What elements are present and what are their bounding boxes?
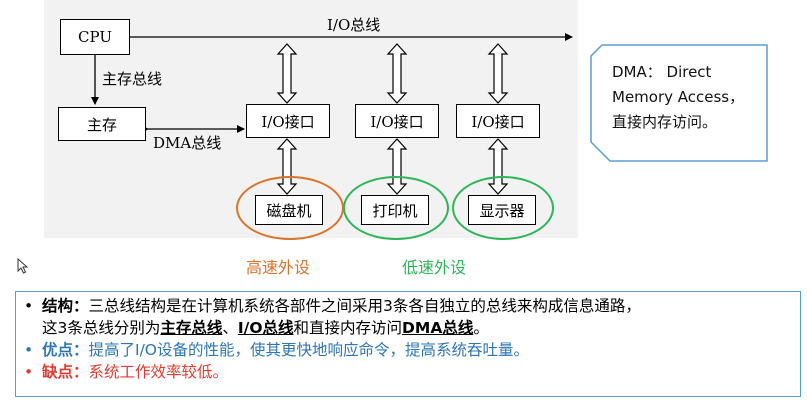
io-bus-label: I/O总线	[327, 16, 381, 34]
summary-bullets: • 结构：三总线结构是在计算机系统各部件之间采用3条各自独立的总线来构成信息通路…	[24, 295, 794, 383]
low-speed-ellipse-2	[452, 176, 554, 240]
mouse-cursor-icon	[17, 258, 29, 274]
dma-note-line-3: 直接内存访问。	[612, 113, 718, 131]
display-device-box: 显示器	[468, 195, 536, 225]
disk-device-label: 磁盘机	[266, 201, 312, 220]
advantage-bullet: • 优点：提高了I/O设备的性能，使其更快地响应命令，提高系统吞吐量。	[24, 341, 530, 359]
io-bus-to-interface-arrow-2	[386, 43, 408, 104]
low-speed-label: 低速外设	[402, 258, 467, 277]
structure-bullet-cont: 这3条总线分别为主存总线、I/O总线和直接内存访问DMA总线。	[24, 317, 794, 339]
display-device-label: 显示器	[479, 201, 525, 220]
high-speed-label: 高速外设	[246, 258, 311, 277]
structure-text-2: 这3条总线分别为	[42, 319, 161, 337]
memory-bus-label: 主存总线	[102, 70, 163, 88]
structure-sep-1: 、	[222, 319, 238, 337]
io-interface-1: I/O接口	[246, 104, 330, 138]
dma-note-callout	[590, 44, 768, 162]
disadvantage-text: 系统工作效率较低。	[88, 363, 229, 381]
io-interface-3-label: I/O接口	[471, 112, 525, 131]
disadvantage-bullet: • 缺点：系统工作效率较低。	[24, 363, 229, 381]
disadvantage-label: 缺点：	[42, 363, 89, 381]
io-interface-2-label: I/O接口	[370, 112, 424, 131]
io-interface-1-label: I/O接口	[261, 112, 315, 131]
dma-note-text: DMA： Direct Memory Access， 直接内存访问。	[612, 60, 772, 135]
printer-device-label: 打印机	[372, 201, 418, 220]
low-speed-ellipse-1	[343, 176, 449, 240]
io-bus-to-interface-arrow-1	[276, 43, 298, 104]
dma-note-line-1: DMA： Direct	[612, 63, 712, 81]
dma-bus-label: DMA总线	[153, 134, 222, 152]
io-interface-3: I/O接口	[456, 104, 540, 138]
structure-sep-2: 和直接内存访问	[293, 319, 403, 337]
disk-device-box: 磁盘机	[255, 195, 323, 225]
dma-note-line-2: Memory Access，	[612, 88, 745, 106]
io-interface-2: I/O接口	[355, 104, 439, 138]
structure-end: 。	[473, 319, 489, 337]
structure-label: 结构：	[42, 297, 89, 315]
advantage-text: 提高了I/O设备的性能，使其更快地响应命令，提高系统吞吐量。	[88, 341, 530, 359]
structure-bullet: • 结构：三总线结构是在计算机系统各部件之间采用3条各自独立的总线来构成信息通路…	[24, 297, 641, 315]
printer-device-box: 打印机	[361, 195, 429, 225]
main-memory-box: 主存	[58, 107, 146, 141]
cpu-box: CPU	[60, 19, 130, 55]
main-memory-label: 主存	[86, 115, 117, 134]
structure-text-1: 三总线结构是在计算机系统各部件之间采用3条各自独立的总线来构成信息通路，	[88, 297, 641, 315]
io-bus-to-interface-arrow-3	[487, 43, 509, 104]
advantage-label: 优点：	[42, 341, 89, 359]
cpu-label: CPU	[78, 28, 112, 46]
structure-bus-memory: 主存总线	[160, 319, 223, 337]
structure-bus-dma: DMA总线	[402, 319, 474, 337]
structure-bus-io: I/O总线	[237, 319, 294, 337]
summary-box	[15, 291, 801, 397]
